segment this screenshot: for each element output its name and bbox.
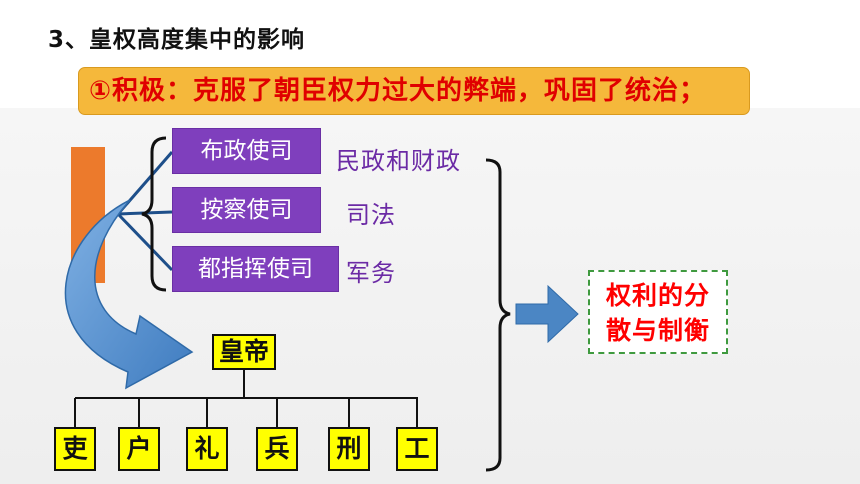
slide-heading: 3、皇权高度集中的影响 — [48, 27, 306, 53]
office-box-judicial: 按察使司 — [172, 187, 321, 233]
ministry-box-war: 兵 — [256, 427, 298, 471]
emperor-box: 皇帝 — [212, 334, 276, 370]
result-arrow — [515, 284, 579, 344]
result-box: 权利的分 散与制衡 — [588, 270, 728, 354]
right-bracket — [485, 158, 511, 472]
left-brace — [141, 136, 167, 292]
office-function-administration: 民政和财政 — [336, 147, 461, 175]
office-box-administration: 布政使司 — [172, 128, 321, 174]
link-line-3 — [116, 212, 174, 272]
ministry-box-revenue: 户 — [118, 427, 160, 471]
ministry-box-rites: 礼 — [186, 427, 228, 471]
curved-arrow — [64, 199, 194, 390]
positive-effect-banner: ①积极：克服了朝臣权力过大的弊端，巩固了统治； — [78, 67, 750, 115]
office-box-military: 都指挥使司 — [172, 246, 339, 292]
ministry-box-justice: 刑 — [328, 427, 370, 471]
office-function-military: 军务 — [346, 259, 396, 287]
result-line-2: 散与制衡 — [605, 316, 710, 345]
result-line-1: 权利的分 — [605, 281, 710, 310]
ministry-box-works: 工 — [396, 427, 438, 471]
ministry-box-personnel: 吏 — [54, 427, 96, 471]
office-function-judicial: 司法 — [346, 201, 396, 229]
